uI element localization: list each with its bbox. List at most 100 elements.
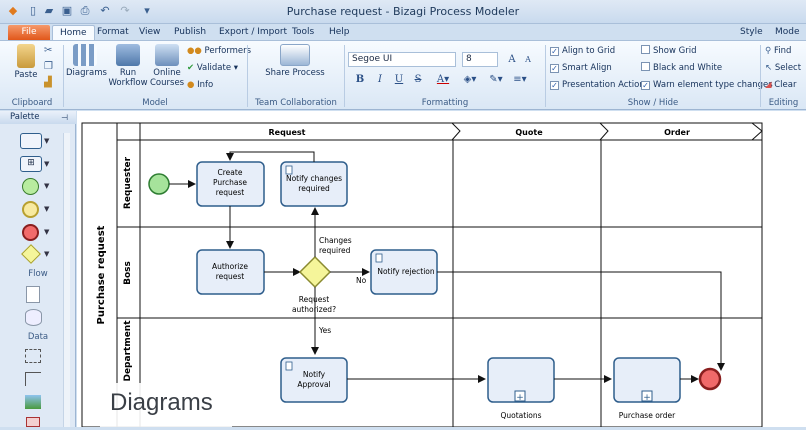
image-shape-icon[interactable]: [25, 395, 41, 409]
chevron-down-icon[interactable]: ▼: [44, 250, 50, 258]
flow-label-no: No: [356, 276, 367, 285]
clipboard-icon: [17, 44, 35, 68]
align-to-grid-label: Align to Grid: [562, 46, 616, 56]
pin-icon[interactable]: ⊣: [61, 113, 68, 122]
run-workflow-button[interactable]: Run Workflow: [108, 44, 148, 88]
tab-export-import[interactable]: Export / Import: [219, 27, 288, 37]
black-and-white-checkbox[interactable]: Black and White: [641, 61, 722, 75]
expand-icon[interactable]: [514, 390, 526, 402]
data-object-icon[interactable]: [26, 286, 40, 303]
diagrams-button[interactable]: Diagrams: [66, 44, 107, 78]
align-to-grid-checkbox[interactable]: ✓Align to Grid: [550, 44, 615, 58]
performers-icon: ●●: [187, 46, 202, 56]
info-icon: ●: [187, 80, 195, 90]
redo-icon[interactable]: ↷: [120, 4, 130, 17]
info-label: Info: [197, 80, 214, 90]
annotation-shape-icon[interactable]: [25, 372, 41, 386]
phase-quote: Quote: [515, 128, 543, 137]
mode-menu[interactable]: Mode: [775, 27, 800, 37]
print-icon[interactable]: ⎙: [80, 4, 90, 17]
intermediate-event-icon[interactable]: [22, 201, 39, 218]
subprocess-quotations[interactable]: [487, 357, 555, 403]
info-button[interactable]: ● Info: [187, 78, 213, 92]
expand-icon[interactable]: [641, 390, 653, 402]
sequence-flow[interactable]: [437, 271, 725, 371]
tab-tools[interactable]: Tools: [292, 27, 315, 37]
subprocess-shape-icon[interactable]: ⊞: [20, 156, 42, 172]
smart-align-checkbox[interactable]: ✓Smart Align: [550, 61, 612, 75]
data-section-label: Data: [27, 332, 49, 342]
cut-icon[interactable]: ✂: [44, 45, 53, 56]
script-task-icon: [375, 253, 383, 263]
copy-icon[interactable]: ❐: [44, 61, 53, 72]
warn-element-type-changes-checkbox[interactable]: ✓Warn element type changes: [641, 78, 773, 92]
header-shape-icon[interactable]: [26, 417, 40, 427]
new-icon[interactable]: ▯: [29, 4, 37, 17]
diagram-canvas[interactable]: Purchase request Request Quote Order Req…: [77, 111, 806, 428]
chevron-down-icon[interactable]: ▼: [44, 228, 50, 236]
select-button[interactable]: ↖ Select: [765, 61, 801, 75]
font-family-select[interactable]: Segoe UI: [348, 52, 456, 67]
chevron-down-icon: ▾: [233, 63, 239, 73]
group-shape-icon[interactable]: [25, 349, 41, 363]
save-icon[interactable]: ▣: [61, 4, 73, 17]
chevron-down-icon[interactable]: ▼: [44, 205, 50, 213]
run-workflow-label: Run Workflow: [108, 68, 148, 88]
end-event-icon[interactable]: [22, 224, 39, 241]
fill-color-icon[interactable]: ◈▾: [463, 74, 477, 85]
subprocess-purchase-order[interactable]: [613, 357, 681, 403]
script-task-icon: [285, 361, 293, 371]
style-menu[interactable]: Style: [740, 27, 763, 37]
tab-help[interactable]: Help: [329, 27, 350, 37]
clear-button[interactable]: ◢ Clear: [765, 78, 796, 92]
line-color-icon[interactable]: ✎▾: [489, 74, 503, 85]
font-size-select[interactable]: 8: [462, 52, 498, 67]
chevron-down-icon[interactable]: ▼: [44, 160, 50, 168]
paste-button[interactable]: Paste: [8, 44, 44, 80]
team-collaboration-group-label: Team Collaboration: [255, 98, 337, 108]
presentation-actions-checkbox[interactable]: ✓Presentation Actions: [550, 78, 649, 92]
alignment-icon[interactable]: ≡▾: [513, 74, 527, 85]
script-task-icon: [285, 165, 293, 175]
lane-boss: Boss: [123, 261, 133, 285]
chevron-down-icon[interactable]: ▼: [44, 137, 50, 145]
tab-publish[interactable]: Publish: [174, 27, 207, 37]
palette-scrollbar[interactable]: [63, 133, 70, 427]
task-shape-icon[interactable]: [20, 133, 42, 149]
gateway-shape-icon[interactable]: [21, 244, 41, 264]
open-icon[interactable]: ▰: [44, 4, 54, 17]
tab-view[interactable]: View: [139, 27, 161, 37]
format-painter-icon[interactable]: ▟: [44, 77, 52, 88]
start-event[interactable]: [148, 173, 170, 195]
undo-icon[interactable]: ↶: [100, 4, 110, 17]
tab-home[interactable]: Home: [52, 25, 95, 40]
underline-icon[interactable]: U: [394, 74, 404, 85]
chevron-down-icon[interactable]: ▼: [44, 182, 50, 190]
tab-file[interactable]: File: [8, 25, 50, 40]
task-notify-approval[interactable]: [280, 357, 348, 403]
tab-format[interactable]: Format: [97, 27, 129, 37]
validate-button[interactable]: ✔ Validate ▾: [187, 61, 238, 75]
grow-font-icon[interactable]: A: [508, 54, 516, 65]
end-event[interactable]: [698, 367, 722, 391]
online-courses-button[interactable]: Online Courses: [150, 44, 184, 88]
sequence-flow[interactable]: [226, 151, 315, 162]
strikethrough-icon[interactable]: S: [414, 74, 422, 85]
shrink-font-icon[interactable]: A: [525, 55, 531, 64]
data-store-icon[interactable]: [25, 309, 42, 326]
find-button[interactable]: ⚲ Find: [765, 44, 791, 58]
select-label: Select: [774, 63, 802, 73]
font-color-icon[interactable]: A▾: [436, 74, 450, 85]
start-event-icon[interactable]: [22, 178, 39, 195]
find-label: Find: [773, 46, 792, 56]
customize-icon[interactable]: ▾: [144, 4, 150, 17]
share-process-button[interactable]: Share Process: [262, 44, 328, 78]
checkbox-unchecked-icon: [641, 62, 650, 71]
show-grid-checkbox[interactable]: Show Grid: [641, 44, 696, 58]
italic-icon[interactable]: I: [378, 74, 382, 85]
smart-align-label: Smart Align: [562, 63, 612, 73]
performers-button[interactable]: ●● Performers: [187, 44, 251, 58]
bold-icon[interactable]: B: [355, 74, 365, 85]
paste-label: Paste: [14, 70, 38, 80]
